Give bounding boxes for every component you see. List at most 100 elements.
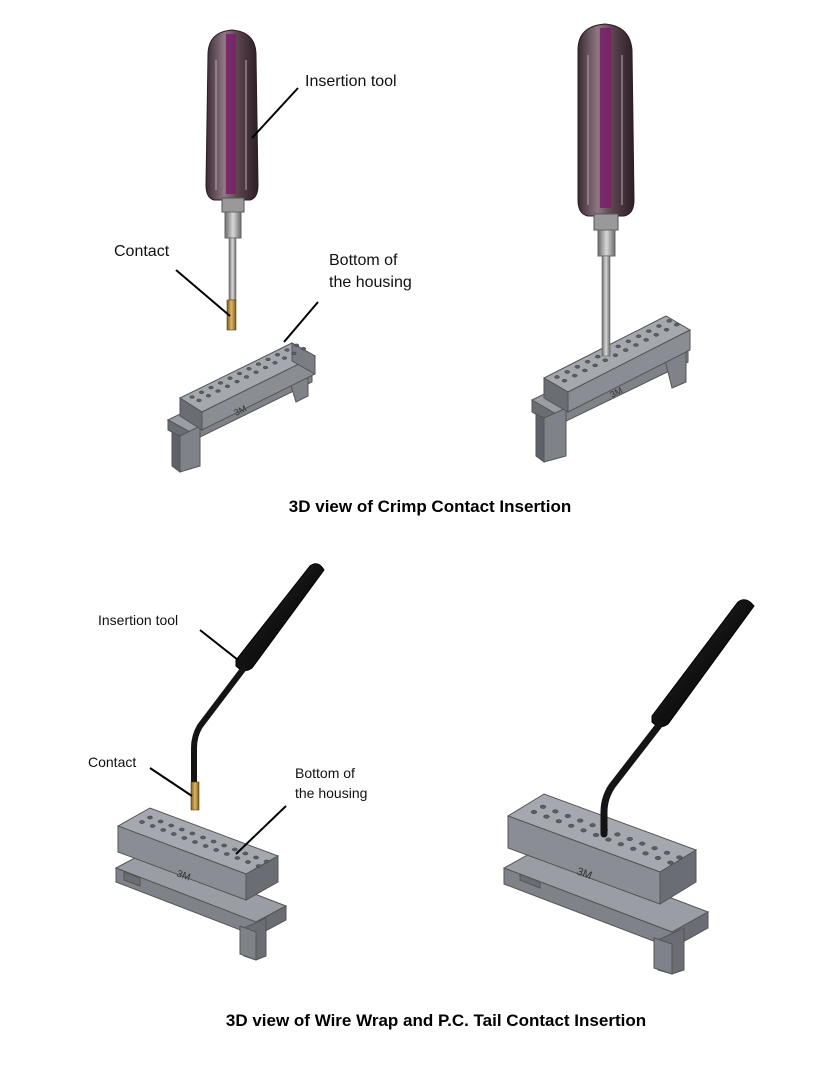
leader-bottom-housing-top [283, 301, 319, 343]
caption-top: 3D view of Crimp Contact Insertion [289, 497, 571, 516]
housing-hole [263, 859, 270, 864]
housing-hole [530, 810, 538, 814]
housing-hole [656, 324, 662, 328]
leader-contact-bottom [149, 767, 193, 797]
housing-hole [245, 860, 251, 864]
housing-hole [646, 329, 652, 333]
housing-hole [168, 823, 175, 828]
label-bottom-housing-top-line2: the housing [329, 274, 412, 291]
housing-hole [253, 370, 259, 374]
housing-hole [234, 856, 241, 860]
housing-hole [630, 846, 637, 851]
housing-hole [602, 358, 609, 363]
housing-hole [673, 322, 680, 327]
svg-text:3M: 3M [608, 385, 624, 399]
svg-text:3M: 3M [575, 866, 593, 883]
svg-text:3M: 3M [232, 403, 248, 417]
housing-hole [223, 852, 230, 856]
housing-hole [643, 338, 649, 342]
housing-hole [231, 847, 238, 852]
housing-hole [221, 843, 228, 848]
screwdriver-top-right [577, 23, 635, 357]
label-insertion-tool-bottom: Insertion tool [98, 612, 178, 628]
label-insertion-tool-top: Insertion tool [305, 73, 397, 90]
leader-bottom-housing-bottom [235, 805, 287, 855]
housing-hole [543, 814, 550, 819]
housing-hole [213, 848, 220, 852]
housing-hole [612, 353, 619, 357]
housing-hole [666, 319, 672, 323]
label-bottom-housing-bottom-line2: the housing [295, 785, 367, 801]
housing-hole [589, 823, 596, 828]
housing-hole [192, 840, 198, 844]
leader-contact-top [175, 269, 231, 317]
screwdriver-top-left [205, 29, 259, 331]
housing-hole [614, 832, 621, 837]
leader-insertion-tool-bottom [199, 629, 239, 661]
housing-holes [554, 319, 680, 383]
housing-hole [160, 828, 167, 832]
housing-hole [147, 815, 153, 820]
housing-hole [654, 856, 662, 860]
housing-hole [625, 339, 632, 344]
housing-hole [651, 846, 658, 851]
top-left-assembly: 3M [166, 29, 317, 473]
housing-hole [592, 833, 600, 837]
label-contact-bottom: Contact [88, 754, 136, 770]
housing-hole [552, 809, 559, 814]
housing-hole [265, 357, 271, 362]
housing-hole [574, 365, 581, 369]
housing-hole [667, 860, 674, 865]
housing-hole [293, 343, 300, 347]
bent-tool-bottom-left [190, 563, 325, 811]
housing-hole [210, 839, 217, 844]
housing-hole [561, 378, 568, 383]
housing-hole [284, 348, 290, 352]
housing-hole [595, 354, 601, 359]
housing-hole [227, 376, 233, 380]
housing-hole [633, 343, 639, 347]
housing-hole [178, 827, 185, 832]
housing-hole [215, 389, 221, 393]
housing-hole [584, 359, 591, 364]
housing-hole [189, 831, 196, 836]
housing-hole [577, 818, 584, 823]
housing-hole [291, 351, 297, 356]
housing-hole [208, 385, 214, 390]
housing-hole [189, 395, 195, 399]
label-bottom-housing-top-line1: Bottom of [329, 252, 398, 269]
housing-top-right: 3M [530, 315, 692, 463]
leader-insertion-tool-top [251, 87, 299, 139]
housing-hole [205, 394, 212, 398]
label-contact-top: Contact [114, 243, 170, 260]
housing-hole [300, 347, 307, 351]
housing-hole [274, 353, 281, 357]
housing-hole [149, 824, 156, 828]
housing-hole [170, 832, 177, 836]
housing-hole [554, 375, 560, 379]
housing-hole [281, 356, 288, 360]
housing-hole [243, 375, 250, 379]
housing-hole [181, 836, 188, 840]
housing-hole [626, 837, 633, 841]
housing-hole [196, 398, 202, 403]
housing-hole [234, 379, 240, 384]
housing-hole [262, 365, 269, 370]
housing-hole [615, 344, 621, 349]
bottom-left-assembly: 3M [114, 563, 325, 961]
caption-bottom: 3D view of Wire Wrap and P.C. Tail Conta… [226, 1011, 646, 1030]
housing-hole [200, 835, 206, 840]
housing-hole [253, 855, 259, 860]
housing-hole [663, 850, 671, 855]
housing-hole [555, 819, 562, 824]
housing-hole [582, 368, 588, 373]
housing-top-left: 3M [166, 342, 317, 473]
housing-hole [663, 327, 670, 332]
housing-hole [564, 370, 570, 374]
housing-hole [642, 851, 649, 856]
housing-hole [272, 361, 278, 365]
housing-hole [236, 371, 243, 376]
housing-holes [139, 815, 270, 868]
housing-hole [676, 855, 683, 860]
